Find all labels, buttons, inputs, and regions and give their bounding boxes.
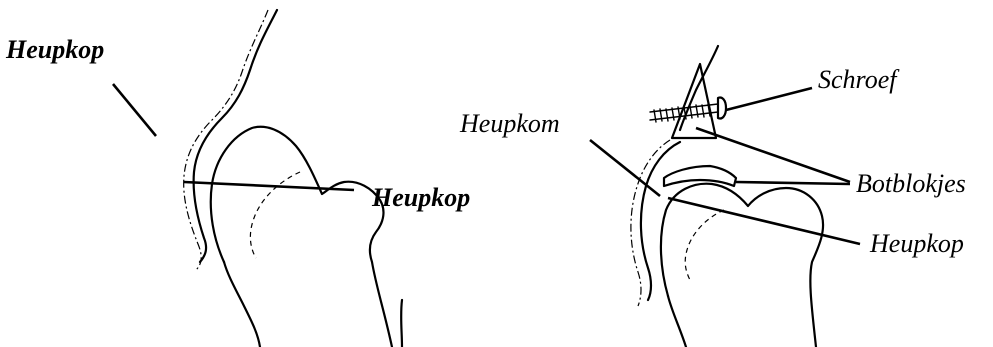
- leader-botblokjes-2: [736, 182, 850, 184]
- label-heupkop-right: Heupkop: [869, 229, 964, 258]
- left-femur-outline: [211, 127, 392, 347]
- right-femur-shaft: [668, 296, 686, 347]
- label-heupkop-top: Heupkop: [5, 35, 104, 64]
- left-hip-illustration: [113, 10, 402, 347]
- left-femur-shaft: [224, 262, 260, 347]
- right-bone-wedge: [672, 64, 716, 138]
- label-botblokjes: Botblokjes: [856, 169, 966, 198]
- label-heupkom: Heupkom: [459, 109, 560, 138]
- right-socket-outline: [641, 142, 680, 300]
- screw-head: [718, 97, 726, 118]
- leader-heupkop-middle: [184, 182, 354, 190]
- leader-heupkom: [590, 140, 660, 196]
- leader-botblokjes-1: [696, 128, 850, 182]
- leader-schroef: [726, 88, 812, 110]
- left-pelvis-contour: [184, 10, 268, 270]
- leader-heupkop-right: [668, 198, 860, 244]
- left-femur-shaft-right: [401, 300, 402, 347]
- right-femur-inner-line: [685, 210, 724, 280]
- label-heupkop-middle: Heupkop: [371, 183, 470, 212]
- label-schroef: Schroef: [818, 65, 900, 94]
- right-femur-outline: [661, 184, 823, 347]
- left-pelvis-outline: [194, 10, 277, 262]
- leader-heupkop-top: [113, 84, 156, 136]
